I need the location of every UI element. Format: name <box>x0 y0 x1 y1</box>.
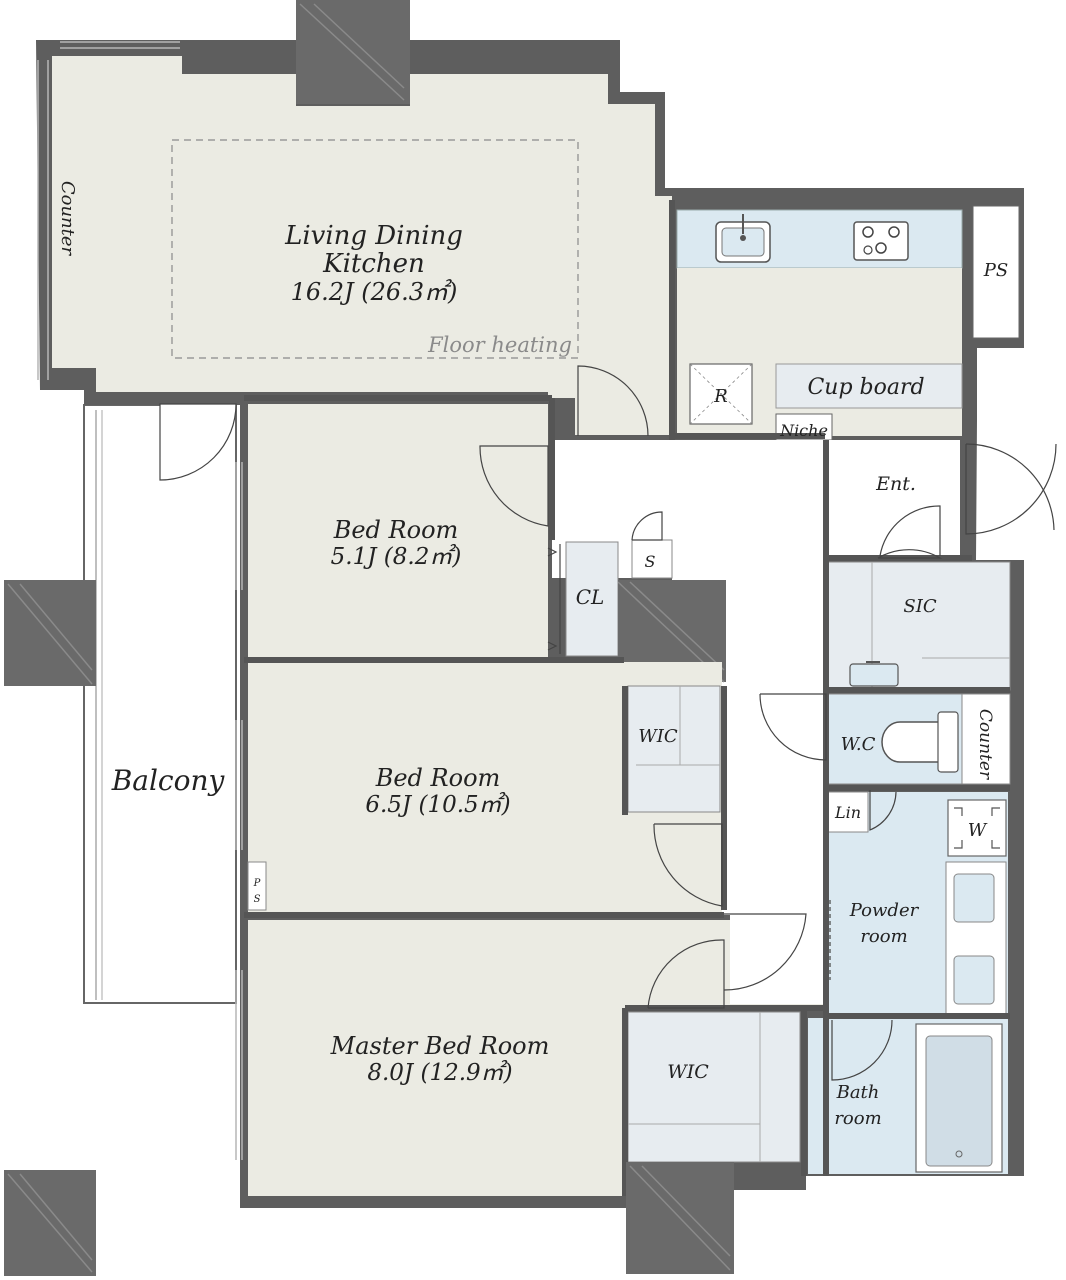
structural-columns <box>4 0 734 1276</box>
master-area: 8.0J (12.9㎡) <box>367 1059 512 1086</box>
cupboard <box>775 363 963 409</box>
wic1 <box>627 685 721 813</box>
wc-counter <box>961 693 1011 785</box>
cooktop <box>853 221 909 261</box>
wc-label: W.C <box>841 734 876 755</box>
entrance-floor <box>828 440 960 558</box>
linen-door[interactable] <box>869 790 897 831</box>
master-door[interactable] <box>647 939 725 1009</box>
master-floor <box>248 920 825 1196</box>
ldk-floor <box>52 56 672 435</box>
cupboard-label: Cup board <box>807 375 924 400</box>
niche-label: Niche <box>779 421 828 440</box>
bed2-name: Bed Room <box>375 764 501 792</box>
shoe-label: S <box>645 552 656 571</box>
floor-heating-label: Floor heating <box>427 333 572 357</box>
bed1-area: 5.1J (8.2㎡) <box>331 543 462 570</box>
counter-right-label: Counter <box>975 709 995 780</box>
interior-walls <box>244 200 1010 1196</box>
bath-door[interactable] <box>831 1019 893 1081</box>
closet <box>565 541 619 657</box>
powder-label-line2: room <box>860 926 907 947</box>
hallway <box>552 440 825 1010</box>
ldk-door[interactable] <box>577 365 649 437</box>
kitchen-sink <box>715 214 771 263</box>
ps-top-label: PS <box>983 260 1008 281</box>
entrance-label: Ent. <box>875 473 916 495</box>
wic2-label: WIC <box>667 1061 709 1083</box>
washer-label: W <box>968 820 988 841</box>
ps-small <box>247 861 267 911</box>
bed2-door[interactable] <box>653 823 723 907</box>
hall-door[interactable] <box>723 913 807 991</box>
ldk-area: 16.2J (26.3㎡) <box>291 278 458 306</box>
ps-shaft <box>972 205 1020 339</box>
bed1-name: Bed Room <box>333 516 459 544</box>
sic-label: SIC <box>903 596 936 617</box>
sic-door[interactable] <box>879 505 941 557</box>
doors <box>159 365 1057 1081</box>
powder-label-line1: Powder <box>849 900 920 921</box>
linen-closet-box <box>827 791 869 833</box>
wic1-label: WIC <box>638 726 678 747</box>
refrigerator-label: R <box>713 386 728 407</box>
balcony-label: Balcony <box>111 764 226 797</box>
bath-label-line2: room <box>834 1108 881 1129</box>
wc-door[interactable] <box>759 693 827 761</box>
wic2 <box>627 1011 801 1163</box>
balcony <box>83 404 237 1004</box>
closet-label: CL <box>576 585 605 609</box>
ps-small-label-1: P <box>253 878 261 889</box>
ldk-name-line1: Living Dining <box>284 221 463 251</box>
bed1-door[interactable] <box>479 445 549 527</box>
ps-small-label-2: S <box>254 894 261 905</box>
shoe-closet-door[interactable] <box>631 511 663 541</box>
washer <box>947 799 1007 857</box>
toilet <box>849 661 959 773</box>
balcony-door[interactable] <box>159 403 237 481</box>
ldk-name-line2: Kitchen <box>322 249 425 279</box>
bed2-area: 6.5J (10.5㎡) <box>365 791 510 818</box>
front-door[interactable] <box>965 443 1055 531</box>
counter-left-label: Counter <box>57 181 78 257</box>
master-name: Master Bed Room <box>330 1032 550 1060</box>
bath-label-line1: Bath <box>836 1082 880 1103</box>
shoe-closet <box>631 539 673 579</box>
linen-label: Lin <box>834 803 861 822</box>
windows-west <box>37 41 243 1160</box>
